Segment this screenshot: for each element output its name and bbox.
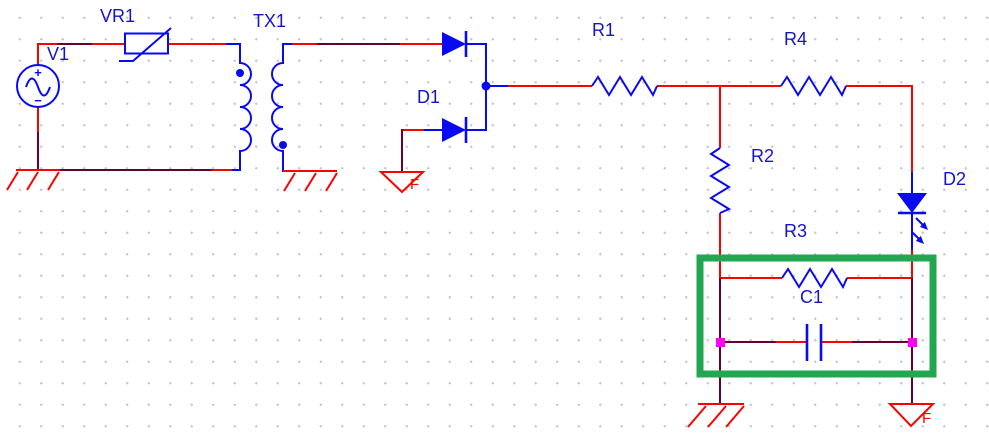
component-c1-capacitor[interactable] xyxy=(805,324,823,361)
junction-dot-rectifier-output xyxy=(481,81,491,91)
tx1-secondary-polarity-dot xyxy=(279,141,287,149)
wire-d1-lower-anode[interactable] xyxy=(401,129,442,172)
d1-upper-diode[interactable] xyxy=(442,32,466,56)
component-r1-resistor[interactable] xyxy=(591,75,658,98)
label-r3[interactable]: R3 xyxy=(784,221,808,241)
wire-r3-row[interactable] xyxy=(719,277,913,343)
label-c1[interactable]: C1 xyxy=(800,287,824,307)
d2-light-arrow xyxy=(911,231,925,245)
component-r2-resistor[interactable] xyxy=(709,147,732,214)
label-r2[interactable]: R2 xyxy=(751,146,775,166)
v1-plus-mark: + xyxy=(34,65,42,80)
component-d2-led[interactable] xyxy=(897,193,930,246)
d2-light-arrow xyxy=(915,217,929,231)
label-d1[interactable]: D1 xyxy=(417,87,441,107)
highlight-box xyxy=(696,254,937,378)
label-tx1[interactable]: TX1 xyxy=(253,11,287,31)
ground-f-right-triangle[interactable] xyxy=(887,403,936,428)
wire-secondary-top[interactable] xyxy=(282,43,442,64)
label-d2[interactable]: D2 xyxy=(943,169,967,189)
component-r3-resistor[interactable] xyxy=(781,267,848,290)
label-r1[interactable]: R1 xyxy=(592,20,616,40)
ground-v1-hatched[interactable] xyxy=(6,169,60,191)
component-tx1-transformer[interactable] xyxy=(236,62,287,152)
component-vr1-varistor[interactable] xyxy=(119,27,172,62)
vr1-diagonal xyxy=(119,27,172,62)
d1-lower-diode[interactable] xyxy=(442,118,466,142)
tx1-primary-polarity-dot xyxy=(236,69,244,77)
wire-primary-bottom[interactable] xyxy=(37,107,241,171)
ground-f-mid-triangle[interactable] xyxy=(378,171,426,194)
ground-tx1-hatched[interactable] xyxy=(283,170,338,192)
node-marker-left xyxy=(716,338,725,347)
ground-box-left-hatched[interactable] xyxy=(687,403,745,428)
label-f-right: F xyxy=(922,410,932,427)
label-r4[interactable]: R4 xyxy=(784,29,808,49)
wire-primary-top[interactable] xyxy=(37,43,241,66)
tx1-secondary-coil[interactable] xyxy=(271,62,284,152)
component-v1-ac-source[interactable]: + − xyxy=(16,64,60,108)
label-vr1[interactable]: VR1 xyxy=(100,6,136,26)
tx1-primary-coil[interactable] xyxy=(239,62,252,152)
node-marker-right xyxy=(908,338,917,347)
v1-sine-wave xyxy=(25,77,51,97)
component-d1-diodes[interactable] xyxy=(442,31,491,143)
component-r4-resistor[interactable] xyxy=(780,75,847,98)
label-v1[interactable]: V1 xyxy=(47,44,70,64)
vr1-body[interactable] xyxy=(124,32,169,55)
v1-minus-mark: − xyxy=(34,93,42,108)
label-f-mid: F xyxy=(410,176,420,193)
d2-led-triangle[interactable] xyxy=(897,193,927,213)
